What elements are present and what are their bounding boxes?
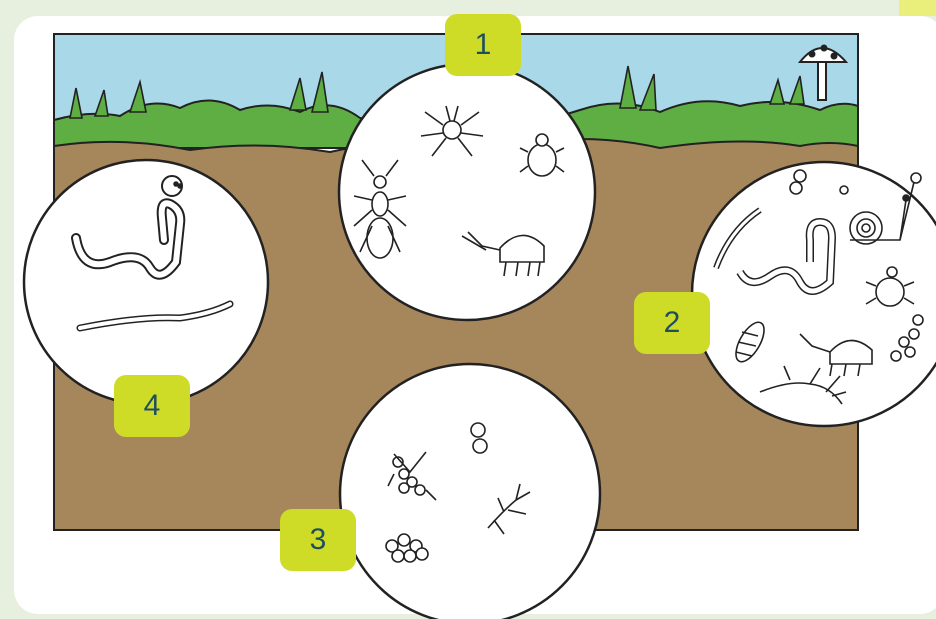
label-4: 4 — [114, 375, 190, 437]
label-2: 2 — [634, 292, 710, 354]
label-1: 1 — [445, 14, 521, 76]
circle-4-worms — [24, 160, 268, 404]
label-3: 3 — [280, 509, 356, 571]
circle-2-soil-life — [692, 162, 936, 426]
circle-1-soil-arthropods — [339, 64, 595, 320]
circle-3-microbes — [340, 364, 600, 619]
